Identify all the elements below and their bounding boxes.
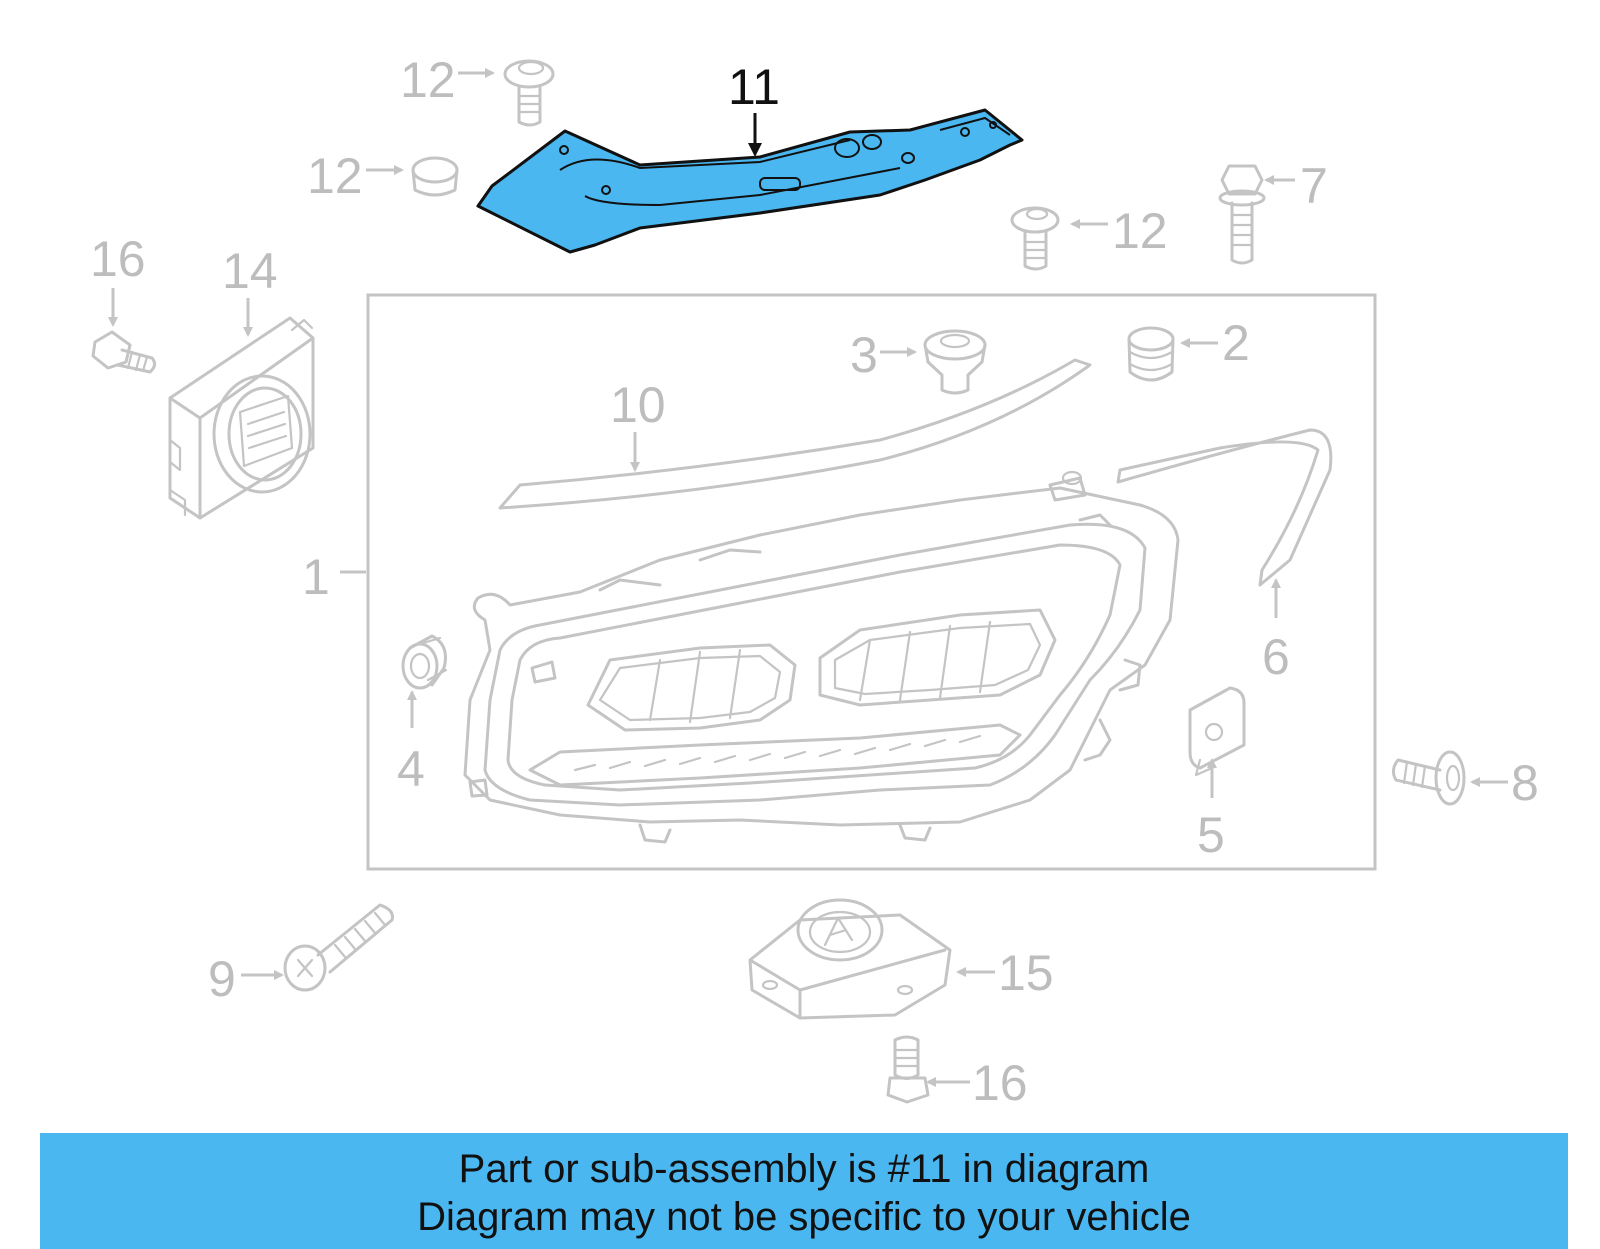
banner-line-1: Part or sub-assembly is #11 in diagram <box>458 1147 1150 1191</box>
callout-8: 8 <box>1511 755 1539 811</box>
leader-lines <box>108 68 1508 1087</box>
part-5-clip <box>1188 686 1246 777</box>
part-10-seal-strip <box>498 358 1092 510</box>
callout-15: 15 <box>998 945 1054 1001</box>
part-4-grommet <box>401 634 448 690</box>
banner-line-2: Diagram may not be specific to your vehi… <box>417 1195 1191 1239</box>
callout-3: 3 <box>850 327 878 383</box>
part-1-headlamp <box>463 470 1180 844</box>
part-12-screw-top <box>503 59 555 127</box>
callout-5: 5 <box>1197 807 1225 863</box>
callout-10: 10 <box>610 377 666 433</box>
callout-14: 14 <box>222 243 278 299</box>
callout-2: 2 <box>1222 315 1250 371</box>
callout-12-right: 12 <box>1112 203 1168 259</box>
part-11-bracket[interactable] <box>476 108 1024 254</box>
callout-16-bottom: 16 <box>972 1055 1028 1111</box>
part-16-bolt-bottom <box>886 1035 930 1104</box>
part-6-seal <box>1116 428 1333 587</box>
assembly-box <box>366 293 1377 871</box>
callout-4: 4 <box>397 741 425 797</box>
callout-13: 12 <box>307 148 363 204</box>
callout-7: 7 <box>1300 158 1328 214</box>
callout-9: 9 <box>208 951 236 1007</box>
part-8-bolt <box>1391 750 1466 806</box>
part-9-bolt <box>283 903 394 992</box>
callout-16-left: 16 <box>90 231 146 287</box>
part-7-bolt <box>1218 164 1266 265</box>
info-banner: Part or sub-assembly is #11 in diagram D… <box>40 1133 1568 1249</box>
part-16-bolt-left <box>91 330 157 374</box>
part-13-plug <box>411 156 459 197</box>
part-15-ballast <box>748 898 952 1020</box>
callout-1: 1 <box>302 549 330 605</box>
callout-11[interactable]: 11 <box>728 59 780 115</box>
callout-12-top: 12 <box>400 52 456 108</box>
part-12-screw-right <box>1010 206 1060 271</box>
part-14-control-module <box>168 316 315 520</box>
callout-6: 6 <box>1262 629 1290 685</box>
part-3-clip <box>923 329 987 395</box>
part-2-grommet <box>1127 326 1175 382</box>
